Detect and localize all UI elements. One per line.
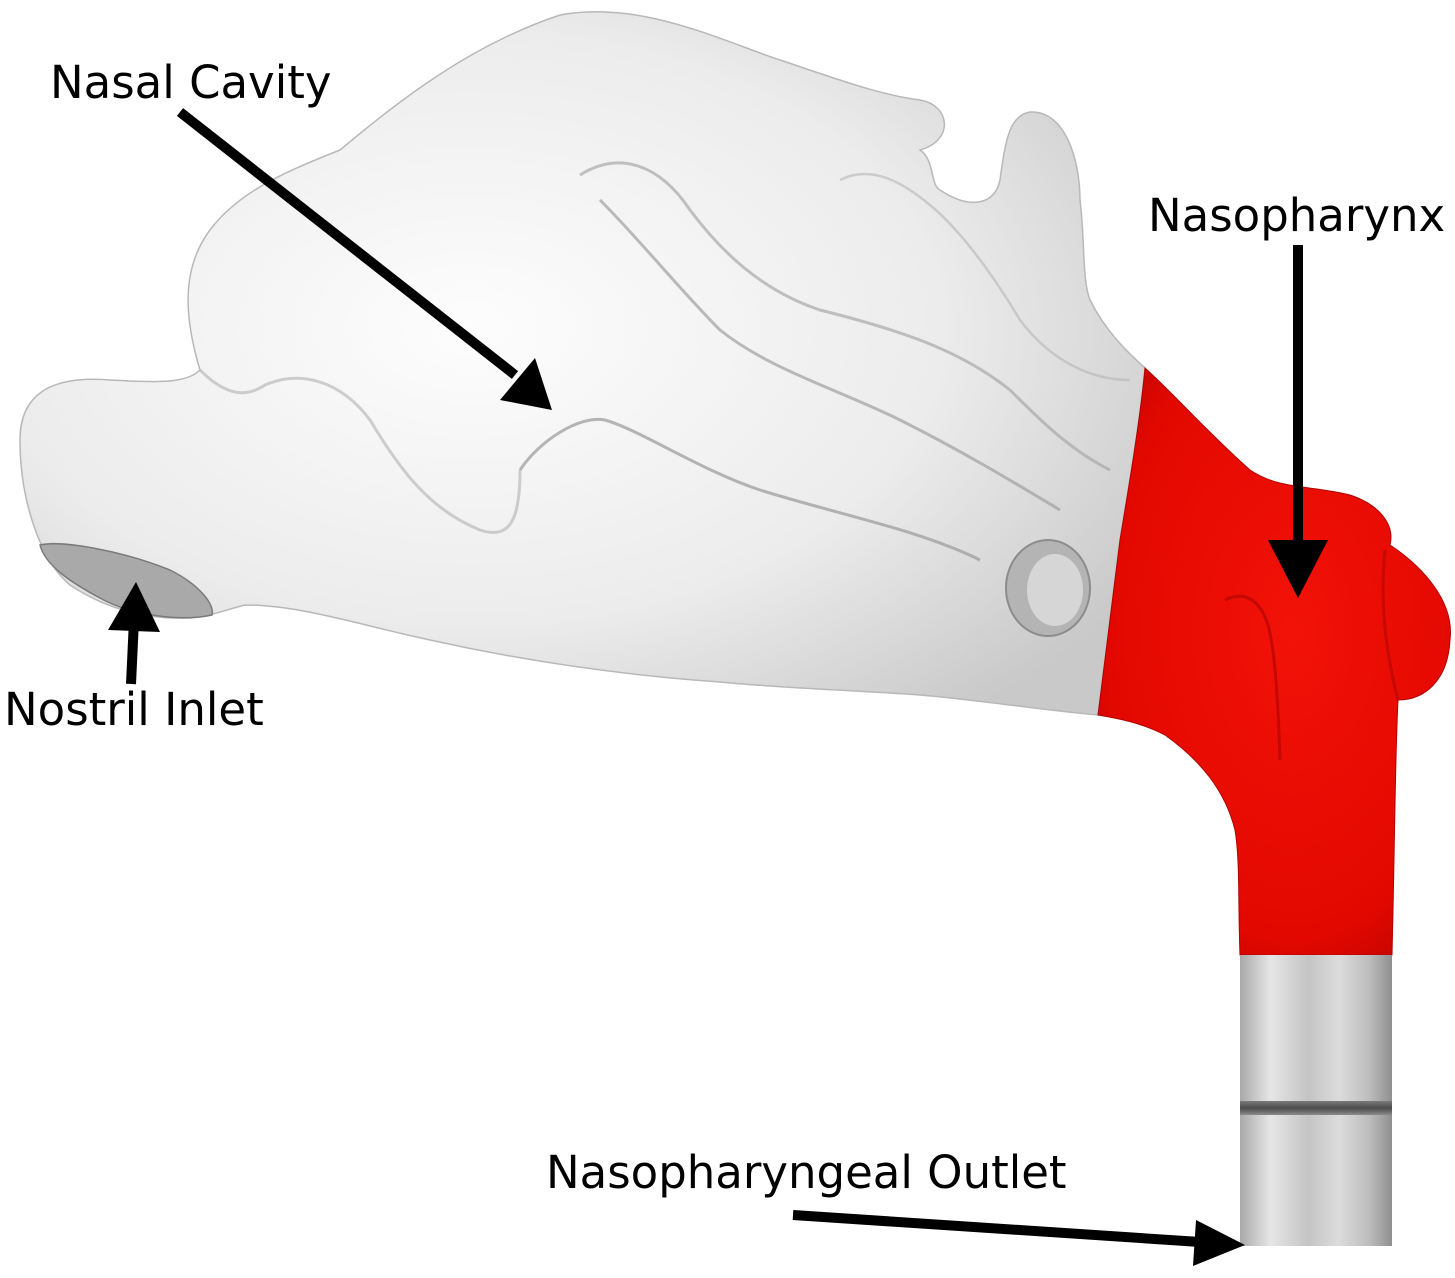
label-nasal-cavity: Nasal Cavity bbox=[50, 56, 332, 109]
outlet-tube-ring bbox=[1240, 1101, 1392, 1115]
arrow-nasopharyngeal-outlet bbox=[792, 1210, 1245, 1266]
nostril-inlet-shape bbox=[39, 542, 214, 619]
cavity-fold-middle bbox=[598, 198, 1061, 512]
nasal-cavity-shape bbox=[19, 11, 1146, 716]
arrow-nostril-inlet bbox=[108, 582, 160, 685]
cavity-fold-lower bbox=[518, 417, 981, 562]
nasopharynx-fold bbox=[1224, 594, 1282, 761]
cavity-fold-vestibule bbox=[198, 368, 522, 534]
nasopharynx-fold-right bbox=[1381, 549, 1400, 701]
outlet-tube-upper bbox=[1240, 955, 1392, 1103]
cavity-opening-inner bbox=[1027, 554, 1083, 626]
label-nasopharynx: Nasopharynx bbox=[1148, 189, 1446, 242]
label-nostril-inlet: Nostril Inlet bbox=[4, 683, 264, 736]
arrow-nasopharynx bbox=[1268, 245, 1328, 598]
outlet-tube-lower bbox=[1240, 1115, 1392, 1246]
cavity-fold-top bbox=[839, 172, 1131, 382]
cavity-fold-upper bbox=[579, 161, 1111, 472]
label-nasopharyngeal-outlet: Nasopharyngeal Outlet bbox=[546, 1146, 1067, 1199]
arrow-nasal-cavity bbox=[176, 108, 552, 410]
